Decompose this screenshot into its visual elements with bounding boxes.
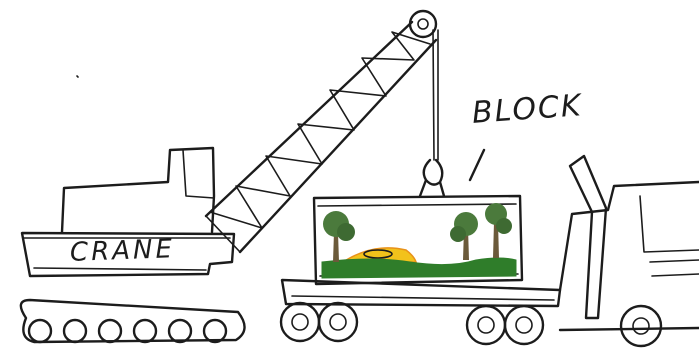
trailer-wheel [281,303,319,341]
truck-wheel [621,306,661,346]
block-tree [485,203,512,258]
block [314,196,522,284]
exhaust-stack [570,156,606,318]
crane-cab [62,148,214,232]
track-wheel [169,320,191,342]
track-wheel [64,320,86,342]
track-wheel [99,320,121,342]
block-tree [323,211,355,262]
track-wheel [134,320,156,342]
crane-vehicle [21,11,444,342]
trailer-wheel [467,306,505,344]
boom-pulley [410,11,436,37]
trailer-wheel [505,306,543,344]
crane-hook [420,160,444,196]
block-grass [322,258,516,278]
crane-cable [433,30,434,160]
track-wheel [29,320,51,342]
truck-trailer [281,156,699,346]
track-wheel [204,320,226,342]
trailer-wheel [319,303,357,341]
block-tree [450,212,478,260]
truck-cab [560,182,699,330]
stray-dot [77,76,78,77]
crane-boom [206,22,436,252]
block-pointer [470,150,484,180]
track-wheels [29,320,226,342]
crane-label: CRANE [70,234,176,268]
